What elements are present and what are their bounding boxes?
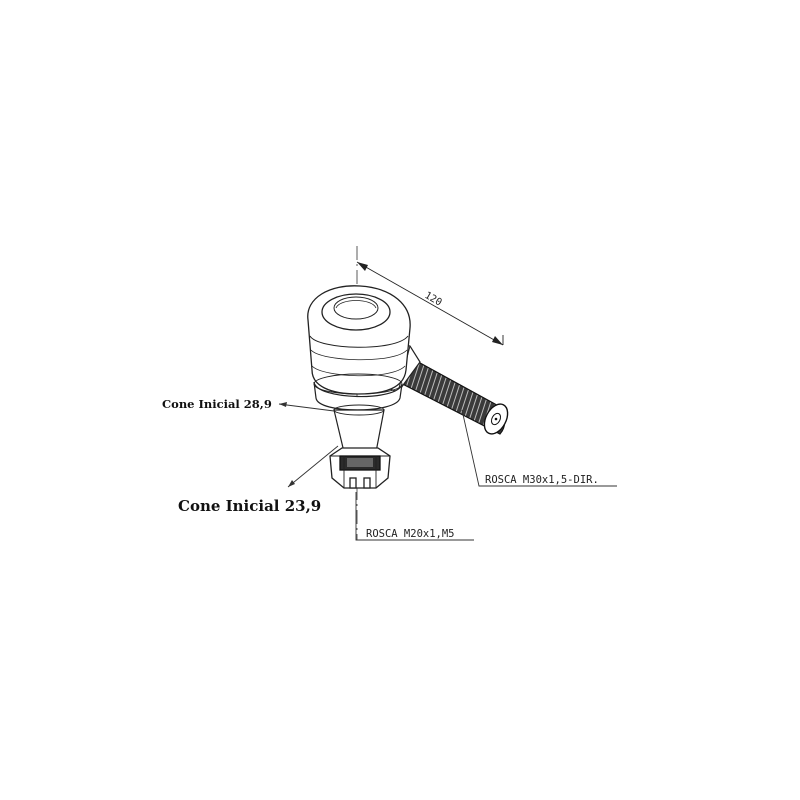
- callout-thread-shank: ROSCA M30x1,5-DIR.: [485, 474, 599, 486]
- leader-lines: [278, 403, 617, 541]
- dimension-value: 120: [422, 290, 443, 309]
- arrowhead-cone-lower: [288, 480, 295, 487]
- threaded-shank: [384, 351, 509, 435]
- callout-cone-lower: Cone Inicial 23,9: [178, 497, 321, 515]
- tapered-stud: [333, 404, 385, 453]
- dimension-120: [356, 261, 504, 346]
- callout-cone-upper: Cone Inicial 28,9: [162, 397, 272, 411]
- housing-head: [307, 285, 411, 395]
- lower-flange: [313, 373, 403, 411]
- callout-thread-stud: ROSCA M20x1,M5: [366, 528, 455, 540]
- castle-nut: [329, 447, 391, 489]
- arrowhead-cone-upper: [279, 402, 287, 407]
